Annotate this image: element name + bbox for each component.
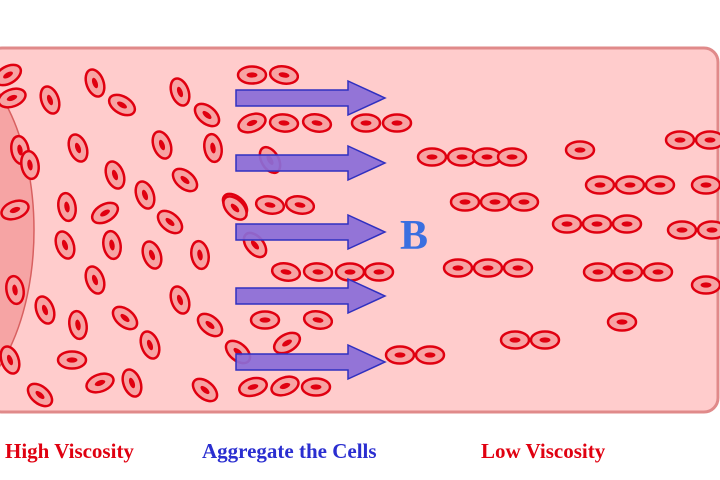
- red-blood-cell: [196, 312, 224, 338]
- red-blood-cell: [581, 214, 613, 234]
- aggregate-cells-label: Aggregate the Cells: [202, 439, 377, 463]
- red-blood-cell: [690, 175, 720, 195]
- red-blood-cell: [156, 209, 184, 235]
- red-blood-cell: [56, 350, 88, 370]
- red-blood-cell: [582, 262, 614, 282]
- red-blood-cell: [694, 130, 720, 150]
- red-blood-cell: [529, 330, 561, 350]
- red-blood-cell: [67, 133, 89, 163]
- red-blood-cell: [85, 372, 115, 394]
- red-blood-cell: [666, 220, 698, 240]
- red-blood-cell: [690, 275, 720, 295]
- red-blood-cell: [414, 345, 446, 365]
- red-blood-cell: [141, 240, 163, 270]
- red-blood-cell: [363, 262, 395, 282]
- red-blood-cell: [614, 175, 646, 195]
- red-blood-cell: [90, 201, 120, 225]
- red-blood-cell: [381, 113, 413, 133]
- red-blood-cell: [449, 192, 481, 212]
- red-blood-cell: [57, 191, 77, 223]
- red-blood-cell: [107, 93, 137, 117]
- red-blood-cell: [190, 239, 210, 271]
- flow-arrow: [235, 343, 387, 381]
- red-blood-cell: [20, 149, 40, 181]
- red-blood-cell: [268, 113, 300, 133]
- low-viscosity-label: Low Viscosity: [481, 439, 606, 463]
- red-blood-cell: [502, 258, 534, 278]
- red-blood-cell: [84, 265, 106, 295]
- red-blood-cells: [0, 63, 720, 408]
- red-blood-cell: [54, 230, 76, 260]
- red-blood-cell: [84, 68, 106, 98]
- red-blood-cell: [301, 113, 333, 133]
- red-blood-cell: [0, 87, 27, 109]
- marker-label-b: B: [400, 213, 429, 259]
- red-blood-cell: [169, 77, 191, 107]
- red-blood-cell: [0, 199, 30, 221]
- red-blood-cell: [606, 312, 638, 332]
- flow-arrow: [235, 277, 387, 315]
- red-blood-cell: [272, 331, 302, 355]
- high-viscosity-label: High Viscosity: [5, 439, 134, 463]
- flow-arrow: [235, 144, 387, 182]
- red-blood-cell: [121, 368, 143, 398]
- red-blood-cell: [611, 214, 643, 234]
- red-blood-cell: [0, 345, 21, 375]
- red-blood-cell: [644, 175, 676, 195]
- red-blood-cell: [300, 377, 332, 397]
- red-blood-cell: [268, 65, 300, 85]
- red-blood-cell: [416, 147, 448, 167]
- flow-arrow: [235, 79, 387, 117]
- red-blood-cell: [169, 285, 191, 315]
- red-blood-cell: [236, 65, 268, 85]
- red-blood-cell: [39, 85, 61, 115]
- red-blood-cell: [612, 262, 644, 282]
- red-blood-cell: [642, 262, 674, 282]
- red-blood-cell: [68, 309, 88, 341]
- red-blood-cell: [442, 258, 474, 278]
- red-blood-cell: [238, 376, 268, 398]
- red-blood-cell: [564, 140, 596, 160]
- red-blood-cell: [284, 195, 316, 215]
- red-blood-cell: [496, 147, 528, 167]
- red-blood-cell: [191, 377, 219, 403]
- red-blood-cell: [302, 262, 334, 282]
- red-blood-cell: [350, 113, 382, 133]
- red-blood-cell: [508, 192, 540, 212]
- red-blood-cell: [384, 345, 416, 365]
- red-blood-cell: [102, 229, 122, 261]
- red-blood-cell: [334, 262, 366, 282]
- red-blood-cell: [696, 220, 720, 240]
- red-blood-cell: [0, 63, 23, 87]
- red-blood-cell: [499, 330, 531, 350]
- red-blood-cell: [254, 195, 286, 215]
- red-blood-cell: [26, 382, 54, 408]
- red-blood-cell: [111, 305, 139, 331]
- red-blood-cell: [104, 160, 126, 190]
- red-blood-cell: [664, 130, 696, 150]
- red-blood-cell: [171, 167, 199, 193]
- red-blood-cell: [479, 192, 511, 212]
- flow-arrow: [235, 213, 387, 251]
- flow-arrows: [235, 79, 387, 381]
- red-blood-cell: [302, 310, 334, 330]
- red-blood-cell: [5, 274, 25, 306]
- red-blood-cell: [584, 175, 616, 195]
- red-blood-cell: [270, 262, 302, 282]
- red-blood-cell: [151, 130, 173, 160]
- red-blood-cell: [139, 330, 161, 360]
- red-blood-cell: [270, 375, 300, 397]
- red-blood-cell: [134, 180, 156, 210]
- red-blood-cell: [472, 258, 504, 278]
- red-blood-cell: [222, 195, 248, 221]
- red-blood-cell: [237, 112, 267, 134]
- red-blood-cell: [551, 214, 583, 234]
- red-blood-cell: [203, 132, 223, 164]
- red-blood-cell: [249, 310, 281, 330]
- red-blood-cell: [34, 295, 56, 325]
- red-blood-cell: [193, 102, 221, 128]
